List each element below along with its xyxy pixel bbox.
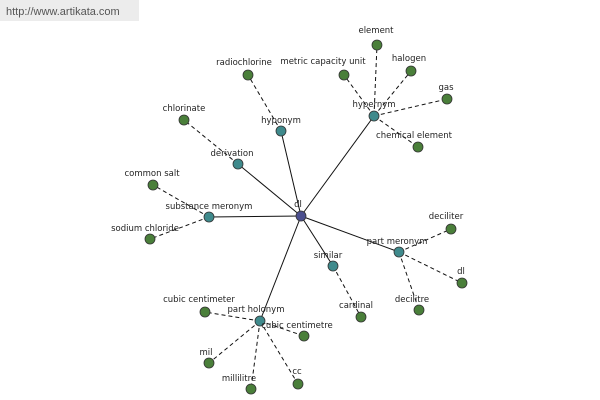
leaf-node-label: cardinal [339, 301, 373, 311]
watermark: http://www.artikata.com [0, 0, 139, 21]
leaf-node[interactable] [203, 357, 215, 369]
leaf-node[interactable] [178, 114, 190, 126]
center-node-label: dl [294, 200, 302, 210]
leaf-node[interactable] [355, 311, 367, 323]
edge-relation-to-leaf [259, 320, 305, 337]
edge-center-to-relation [259, 215, 302, 322]
edge-relation-to-leaf [259, 320, 299, 385]
leaf-node[interactable] [441, 93, 453, 105]
relation-node[interactable] [327, 260, 339, 272]
edge-center-to-relation [280, 130, 302, 217]
relation-node-label: part holonym [228, 305, 285, 315]
leaf-node[interactable] [405, 65, 417, 77]
leaf-node[interactable] [413, 304, 425, 316]
leaf-node-label: sodium chloride [111, 224, 179, 234]
leaf-node-label: metric capacity unit [280, 57, 366, 67]
edge-relation-to-leaf [183, 119, 239, 165]
leaf-node[interactable] [338, 69, 350, 81]
edges-layer [149, 44, 463, 390]
leaf-node[interactable] [199, 306, 211, 318]
leaf-node-label: radiochlorine [216, 58, 272, 68]
edge-relation-to-leaf [373, 44, 378, 117]
edge-relation-to-leaf [247, 74, 282, 132]
edge-relation-to-leaf [208, 320, 261, 364]
edge-relation-to-leaf [332, 265, 362, 318]
leaf-node-label: gas [438, 83, 454, 93]
leaf-node-label: chemical element [376, 131, 453, 141]
leaf-node-label: cc [292, 367, 302, 377]
relation-node-label: part meronym [367, 237, 428, 247]
edge-center-to-relation [300, 215, 400, 253]
leaf-node-label: decilitre [395, 295, 429, 305]
edge-relation-to-leaf [373, 70, 412, 117]
labels-layer: element metric capacity unit halogen gas che… [111, 26, 465, 384]
leaf-node-label: chlorinate [163, 104, 206, 114]
nodes-layer [144, 39, 468, 395]
relation-node[interactable] [393, 246, 405, 258]
relation-node-label: hyponym [261, 116, 301, 126]
leaf-node[interactable] [298, 330, 310, 342]
edge-center-to-relation [208, 215, 302, 218]
relation-node-label: derivation [210, 149, 253, 159]
leaf-node[interactable] [412, 141, 424, 153]
edge-relation-to-leaf [152, 184, 210, 218]
leaf-node[interactable] [147, 179, 159, 191]
relation-node[interactable] [203, 211, 215, 223]
leaf-node-label: deciliter [429, 212, 464, 222]
watermark-text: http://www.artikata.com [6, 6, 120, 18]
relation-node[interactable] [275, 125, 287, 137]
leaf-node-label: halogen [392, 54, 426, 64]
relation-node[interactable] [254, 315, 266, 327]
leaf-node[interactable] [456, 277, 468, 289]
leaf-node[interactable] [445, 223, 457, 235]
edge-relation-to-leaf [204, 311, 261, 322]
edge-center-to-relation [300, 115, 375, 217]
relation-node-label: substance meronym [166, 202, 253, 212]
leaf-node-label: mil [199, 348, 212, 358]
leaf-node[interactable] [371, 39, 383, 51]
leaf-node-label: element [358, 26, 394, 36]
leaf-node-label: cubic centimetre [261, 321, 333, 331]
edge-center-to-relation [300, 215, 334, 267]
relation-node-label: similar [314, 251, 343, 261]
watermark-background [0, 0, 139, 21]
edge-relation-to-leaf [373, 115, 419, 148]
relation-node-label: hypernym [352, 100, 395, 110]
relation-node[interactable] [368, 110, 380, 122]
edge-relation-to-leaf [398, 251, 420, 311]
leaf-node-label: millilitre [222, 374, 256, 384]
center-node[interactable] [295, 210, 307, 222]
edge-relation-to-leaf [149, 216, 210, 240]
edge-relation-to-leaf [398, 251, 463, 284]
leaf-node-label: common salt [124, 169, 180, 179]
edge-relation-to-leaf [343, 74, 375, 117]
edge-center-to-relation [237, 163, 302, 217]
edge-relation-to-leaf [398, 228, 452, 253]
relation-node[interactable] [232, 158, 244, 170]
leaf-node-label: dl [457, 267, 465, 277]
leaf-node[interactable] [144, 233, 156, 245]
leaf-node-label: cubic centimeter [163, 295, 235, 305]
leaf-node[interactable] [242, 69, 254, 81]
leaf-node[interactable] [245, 383, 257, 395]
edge-relation-to-leaf [373, 98, 448, 117]
leaf-node[interactable] [292, 378, 304, 390]
edge-relation-to-leaf [250, 320, 261, 390]
